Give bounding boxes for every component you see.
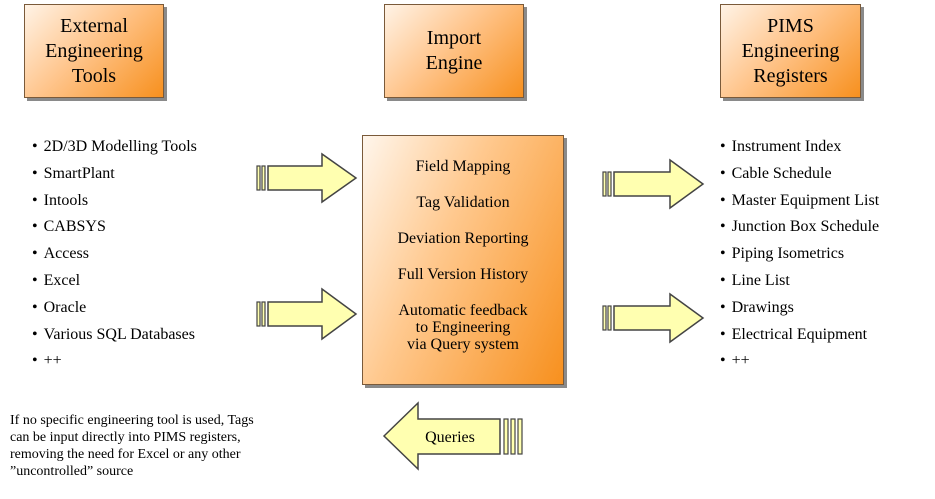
box-line: Tools — [71, 64, 117, 87]
external-engineering-tools-box: External Engineering Tools — [24, 4, 164, 98]
list-item: 2D/3D Modelling Tools — [32, 134, 197, 161]
box-line: Engineering — [45, 39, 143, 62]
list-item: Line List — [720, 268, 879, 295]
right-arrow-icon — [256, 152, 358, 204]
external-tools-list: 2D/3D Modelling Tools SmartPlant Intools… — [32, 134, 197, 375]
right-arrow-icon — [256, 287, 358, 341]
engine-feature: Deviation Reporting — [397, 230, 529, 247]
list-item: Electrical Equipment — [720, 322, 879, 349]
note-text: If no specific engineering tool is used,… — [10, 412, 330, 480]
list-item: ++ — [720, 348, 879, 375]
list-item: Instrument Index — [720, 134, 879, 161]
list-item: Intools — [32, 188, 197, 215]
list-item: SmartPlant — [32, 161, 197, 188]
note-line: ”uncontrolled” source — [10, 464, 134, 479]
box-line: Import — [426, 27, 482, 49]
list-item: Access — [32, 241, 197, 268]
engine-feature: to Engineering — [415, 319, 511, 336]
list-item: Cable Schedule — [720, 161, 879, 188]
right-arrow-icon — [602, 292, 705, 344]
engine-feature: Tag Validation — [416, 194, 510, 211]
engine-features-box: Field Mapping Tag Validation Deviation R… — [362, 135, 564, 385]
engine-feature: Field Mapping — [415, 158, 511, 175]
note-line: can be input directly into PIMS register… — [10, 430, 241, 445]
queries-label: Queries — [425, 429, 475, 446]
list-item: Various SQL Databases — [32, 322, 197, 349]
list-item: Piping Isometrics — [720, 241, 879, 268]
list-item: Drawings — [720, 295, 879, 322]
box-line: Registers — [753, 64, 828, 87]
box-line: Engineering — [741, 39, 840, 62]
note-line: removing the need for Excel or any other — [10, 447, 241, 462]
list-item: CABSYS — [32, 214, 197, 241]
list-item: Master Equipment List — [720, 188, 880, 215]
engine-feature: Full Version History — [397, 266, 529, 283]
note-line: If no specific engineering tool is used,… — [10, 413, 254, 428]
pims-registers-list: Instrument Index Cable Schedule Master E… — [720, 134, 880, 375]
import-engine-box: Import Engine — [384, 4, 524, 98]
engine-feature: via Query system — [407, 336, 519, 353]
box-line: PIMS — [767, 14, 814, 37]
box-line: External — [60, 14, 128, 37]
box-line: Engine — [425, 52, 483, 74]
pims-engineering-registers-box: PIMS Engineering Registers — [720, 4, 861, 98]
list-item: ++ — [32, 348, 197, 375]
list-item: Junction Box Schedule — [720, 214, 880, 241]
right-arrow-icon — [602, 158, 705, 210]
list-item: Oracle — [32, 295, 197, 322]
list-item: Excel — [32, 268, 197, 295]
engine-feature: Automatic feedback — [398, 302, 528, 319]
